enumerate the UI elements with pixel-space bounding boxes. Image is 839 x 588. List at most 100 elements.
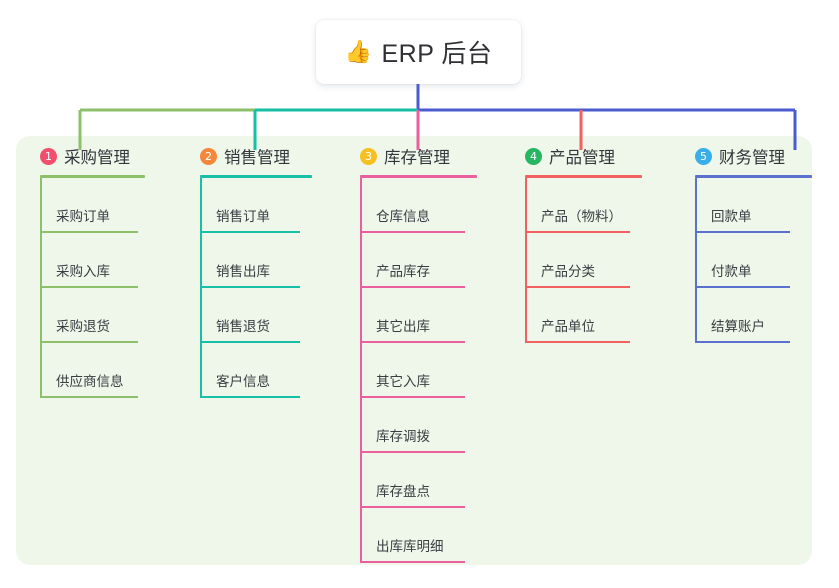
branch-item-underline xyxy=(525,231,630,233)
branch-title: 财务管理 xyxy=(719,149,785,167)
branch-item[interactable]: 销售退货 xyxy=(200,288,300,343)
branch-item[interactable]: 其它出库 xyxy=(360,288,465,343)
branch-column-采购管理: 1 采购管理采购订单采购入库采购退货供应商信息 xyxy=(40,143,145,398)
branch-item[interactable]: 产品库存 xyxy=(360,233,465,288)
root-node-label: 👍 ERP 后台 xyxy=(345,34,493,70)
branch-item[interactable]: 销售订单 xyxy=(200,178,300,233)
branch-column-财务管理: 5 财务管理回款单付款单结算账户 xyxy=(695,143,812,343)
branch-number-badge: 3 xyxy=(360,147,377,165)
branch-item-label: 结算账户 xyxy=(711,319,765,334)
branch-item[interactable]: 采购订单 xyxy=(40,178,138,233)
content-panel xyxy=(16,136,812,565)
branch-item-label: 回款单 xyxy=(711,209,752,224)
thumbs-up-icon: 👍 xyxy=(344,39,373,64)
branch-item-underline xyxy=(360,396,465,398)
branch-item-label: 库存盘点 xyxy=(376,484,430,499)
branch-item-label: 产品分类 xyxy=(541,264,595,279)
branch-item[interactable]: 供应商信息 xyxy=(40,343,138,398)
branch-column-产品管理: 4 产品管理产品（物料） 产品分类产品单位 xyxy=(525,143,642,343)
branch-item[interactable]: 产品（物料） xyxy=(525,178,630,233)
branch-item-underline xyxy=(360,451,465,453)
branch-item-underline xyxy=(360,506,465,508)
branch-item-label: 出库库明细 xyxy=(376,539,444,554)
branch-number-badge: 1 xyxy=(40,147,57,165)
branch-item-label: 付款单 xyxy=(711,264,752,279)
branch-item-underline xyxy=(360,341,465,343)
branch-item-list: 产品（物料） 产品分类产品单位 xyxy=(525,178,642,343)
branch-item[interactable]: 回款单 xyxy=(695,178,790,233)
branch-item-label: 采购订单 xyxy=(56,209,110,224)
branch-item[interactable]: 库存盘点 xyxy=(360,453,465,508)
branch-item[interactable]: 结算账户 xyxy=(695,288,790,343)
branch-item[interactable]: 付款单 xyxy=(695,233,790,288)
branch-number-badge: 5 xyxy=(695,147,712,165)
root-node[interactable]: 👍 ERP 后台 xyxy=(316,20,521,84)
branch-spine xyxy=(200,178,202,398)
branch-item[interactable]: 产品分类 xyxy=(525,233,630,288)
branch-item[interactable]: 销售出库 xyxy=(200,233,300,288)
branch-number-badge: 4 xyxy=(525,147,542,165)
branch-underline xyxy=(200,175,312,178)
branch-item-underline xyxy=(360,561,465,563)
branch-item-underline xyxy=(360,286,465,288)
branch-item[interactable]: 采购退货 xyxy=(40,288,138,343)
branch-item[interactable]: 出库库明细 xyxy=(360,508,465,563)
branch-title: 采购管理 xyxy=(64,149,130,167)
branch-title: 库存管理 xyxy=(384,149,450,167)
branch-item[interactable]: 其它入库 xyxy=(360,343,465,398)
branch-item-underline xyxy=(695,231,790,233)
root-node-title: ERP 后台 xyxy=(381,40,493,68)
branch-item-underline xyxy=(40,396,138,398)
branch-item-label: 供应商信息 xyxy=(56,374,124,389)
branch-item[interactable]: 采购入库 xyxy=(40,233,138,288)
branch-item-label: 采购退货 xyxy=(56,319,110,334)
branch-item-underline xyxy=(40,341,138,343)
branch-item-label: 产品（物料） xyxy=(541,209,622,224)
branch-header[interactable]: 3 库存管理 xyxy=(360,143,477,169)
branch-item-label: 库存调拨 xyxy=(376,429,430,444)
branch-item-underline xyxy=(40,286,138,288)
branch-item-underline xyxy=(525,341,630,343)
branch-underline xyxy=(695,175,812,178)
branch-number-badge: 2 xyxy=(200,147,217,165)
branch-item-list: 回款单付款单结算账户 xyxy=(695,178,812,343)
branch-item-list: 销售订单销售出库销售退货客户信息 xyxy=(200,178,312,398)
branch-item-label: 产品单位 xyxy=(541,319,595,334)
branch-spine xyxy=(360,178,362,563)
branch-underline xyxy=(360,175,477,178)
branch-header[interactable]: 1 采购管理 xyxy=(40,143,145,169)
branch-item-underline xyxy=(695,286,790,288)
branch-item-label: 其它入库 xyxy=(376,374,430,389)
branch-item-label: 销售订单 xyxy=(216,209,270,224)
branch-item[interactable]: 产品单位 xyxy=(525,288,630,343)
branch-spine xyxy=(525,178,527,343)
branch-item[interactable]: 库存调拨 xyxy=(360,398,465,453)
branch-underline xyxy=(525,175,642,178)
branch-item-underline xyxy=(200,286,300,288)
branch-header[interactable]: 2 销售管理 xyxy=(200,143,312,169)
branch-item-underline xyxy=(200,341,300,343)
branch-item-underline xyxy=(200,396,300,398)
branch-item[interactable]: 仓库信息 xyxy=(360,178,465,233)
branch-item-underline xyxy=(40,231,138,233)
branch-item-list: 采购订单采购入库采购退货供应商信息 xyxy=(40,178,145,398)
branch-column-销售管理: 2 销售管理销售订单销售出库销售退货客户信息 xyxy=(200,143,312,398)
branch-title: 销售管理 xyxy=(224,149,290,167)
branch-item-underline xyxy=(360,231,465,233)
branch-item-label: 采购入库 xyxy=(56,264,110,279)
branch-title: 产品管理 xyxy=(549,149,615,167)
branch-spine xyxy=(695,178,697,343)
branch-item-label: 销售出库 xyxy=(216,264,270,279)
branch-item-underline xyxy=(200,231,300,233)
branch-item-underline xyxy=(695,341,790,343)
branch-spine xyxy=(40,178,42,398)
branch-item-label: 产品库存 xyxy=(376,264,430,279)
branch-item-label: 其它出库 xyxy=(376,319,430,334)
branch-item-label: 客户信息 xyxy=(216,374,270,389)
branch-item-list: 仓库信息产品库存其它出库其它入库库存调拨库存盘点出库库明细 xyxy=(360,178,477,563)
branch-header[interactable]: 5 财务管理 xyxy=(695,143,812,169)
branch-item-underline xyxy=(525,286,630,288)
branch-item-label: 仓库信息 xyxy=(376,209,430,224)
branch-item[interactable]: 客户信息 xyxy=(200,343,300,398)
branch-header[interactable]: 4 产品管理 xyxy=(525,143,642,169)
